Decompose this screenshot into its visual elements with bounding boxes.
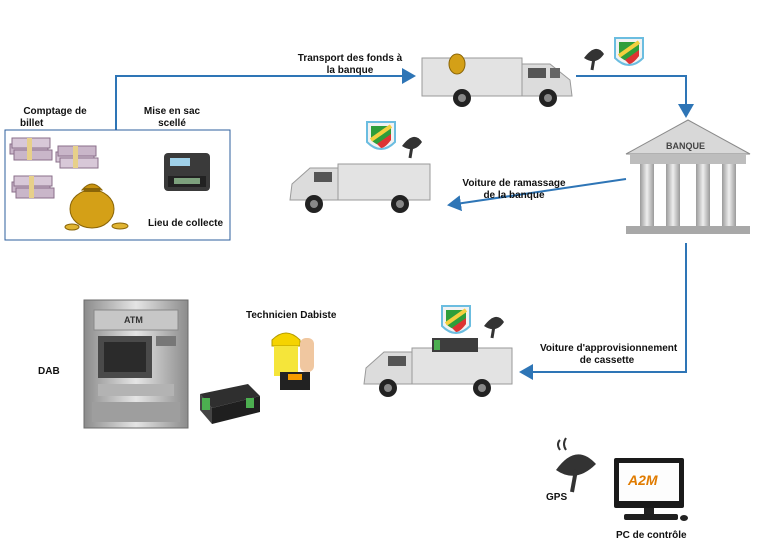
arrow-transport-to-banque (576, 75, 694, 118)
bank-building-icon (625, 119, 751, 234)
bank-sign: BANQUE (666, 141, 706, 151)
satellite-dish-icon (402, 136, 422, 159)
label-lieu-collecte: Lieu de collecte (148, 218, 224, 229)
arrow-banque-to-approvisionnement (519, 243, 687, 380)
arrow-collecte-to-transport (115, 68, 416, 130)
police-badge-icon (441, 305, 471, 334)
label-technicien-dabiste: Technicien Dabiste (246, 310, 337, 321)
police-badge-icon (366, 121, 396, 150)
gps-dish-icon (556, 437, 596, 493)
label-pc-controle: PC de contrôle (616, 530, 687, 541)
armored-truck-top-icon (421, 53, 573, 107)
money-counter-icon (164, 153, 210, 191)
police-badge-icon (614, 37, 644, 66)
control-pc-icon (614, 458, 688, 521)
money-bundles-icon (9, 137, 99, 199)
money-bag-icon (64, 183, 129, 231)
satellite-dish-icon (484, 316, 504, 339)
armored-truck-bottom-icon (363, 338, 513, 397)
arrow-banque-to-ramassage (447, 178, 627, 212)
atm-cassette-icon (200, 384, 260, 424)
technician-icon (271, 332, 314, 390)
armored-truck-middle-icon (289, 163, 431, 213)
label-gps: GPS (546, 492, 568, 503)
label-dab: DAB (38, 366, 60, 377)
atm-machine-icon (83, 299, 189, 429)
flow-arrows (115, 68, 694, 380)
satellite-dish-icon (584, 48, 604, 71)
a2m-logo: A2M (628, 472, 658, 488)
atm-sign: ATM (124, 315, 143, 325)
